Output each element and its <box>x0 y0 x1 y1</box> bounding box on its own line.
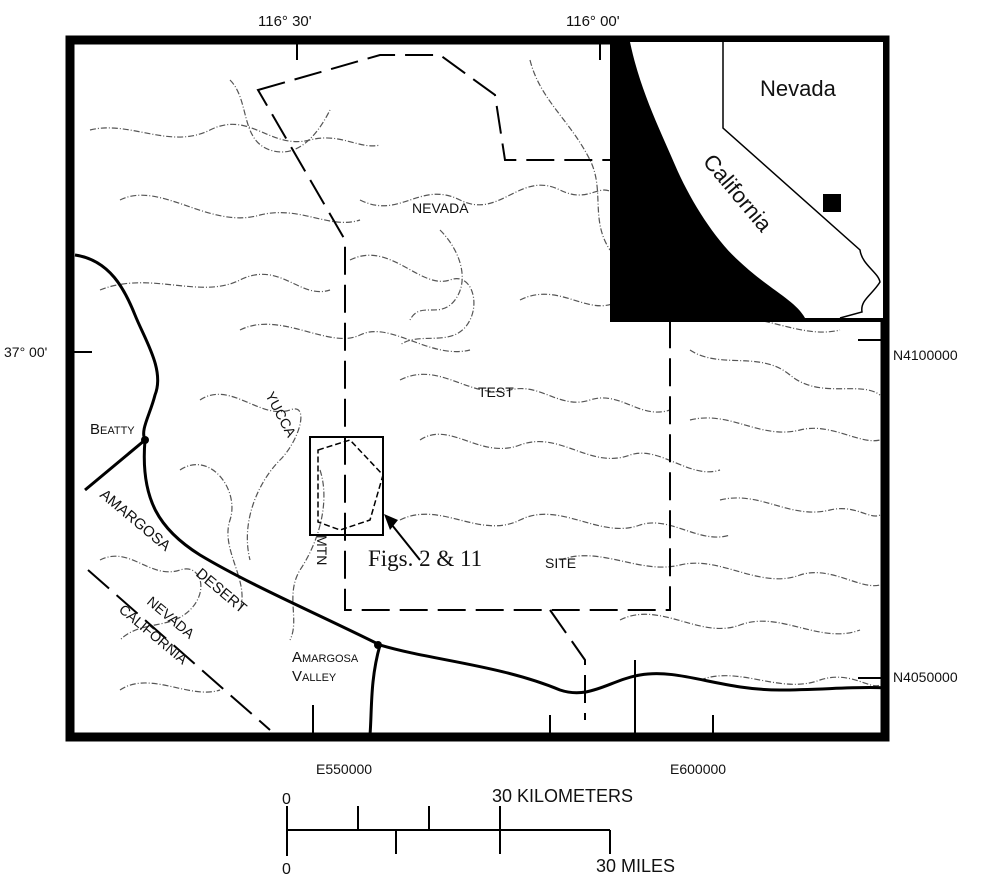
scale-km-label: 30 KILOMETERS <box>492 786 633 806</box>
easting-label-550000: E550000 <box>316 761 372 777</box>
inset-label-nevada: Nevada <box>760 76 837 101</box>
scale-mi-label: 30 MILES <box>596 856 675 876</box>
inset-pacific-ocean <box>614 42 805 318</box>
longitude-label-116-30: 116° 30' <box>258 13 312 30</box>
repository-outline <box>317 439 384 531</box>
state-line <box>87 569 271 731</box>
road-north-beatty <box>74 253 160 492</box>
callout-arrowhead <box>384 514 398 530</box>
callout-arrow <box>387 519 421 561</box>
label-nevada-test-site-site: SITE <box>545 555 576 571</box>
easting-label-600000: E600000 <box>670 761 726 777</box>
northing-label-4100000: N4100000 <box>893 347 958 363</box>
scale-km-zero: 0 <box>282 791 291 808</box>
study-area-box <box>309 436 384 536</box>
road-amargosa-valley <box>368 644 382 736</box>
northing-label-4050000: N4050000 <box>893 669 958 685</box>
scale-mi-zero: 0 <box>282 861 291 877</box>
longitude-label-116-00: 116° 00' <box>566 13 620 30</box>
label-amargosa-valley-line2: Valley <box>292 668 337 685</box>
road-highway-95 <box>142 439 886 695</box>
label-mtn: MTN <box>314 535 330 565</box>
figure-callout-label: Figs. 2 & 11 <box>368 546 482 571</box>
inset-map: Nevada California <box>610 38 887 322</box>
beatty-town-marker <box>141 436 149 444</box>
scale-bar: 0 30 KILOMETERS 0 30 MILES <box>282 786 675 877</box>
amargosa-valley-town-marker <box>374 641 382 649</box>
inset-location-marker <box>823 194 841 212</box>
label-amargosa-valley-line1: Amargosa <box>292 649 359 666</box>
grid-ticks <box>70 40 885 737</box>
label-nevada-test-site-nevada: NEVADA <box>412 200 469 216</box>
test-site-boundary-south <box>549 609 586 720</box>
latitude-label-37-00: 37° 00' <box>4 344 47 360</box>
label-nevada-test-site-test: TEST <box>478 384 514 400</box>
inset-state-border <box>722 42 881 319</box>
label-beatty: Beatty <box>90 421 135 438</box>
